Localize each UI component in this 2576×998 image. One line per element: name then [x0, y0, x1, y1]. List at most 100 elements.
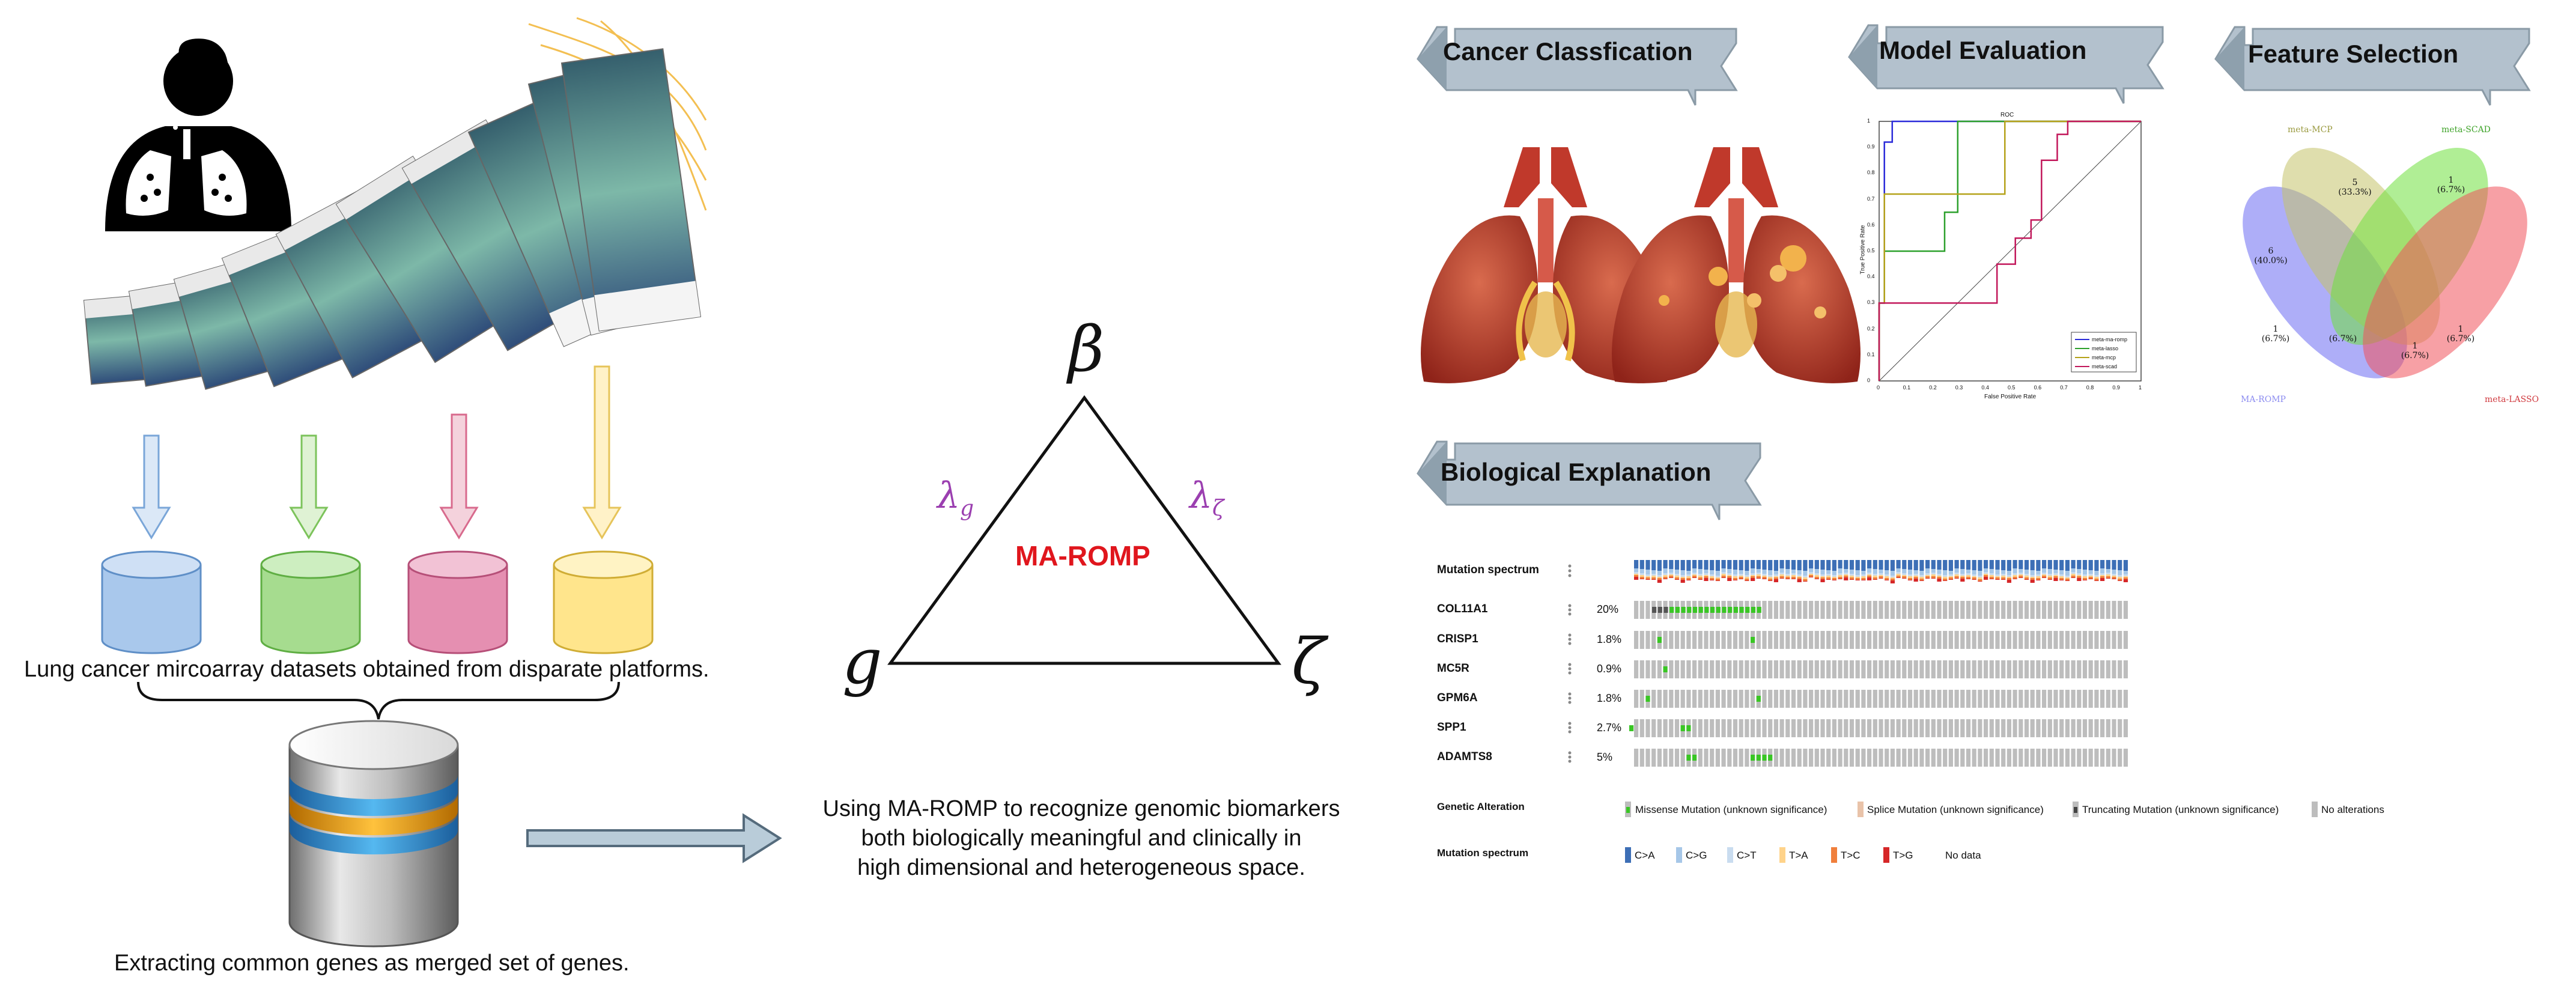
flow-arrow-right [526, 813, 782, 863]
spectrum-segment [2112, 570, 2116, 574]
oncoprint-cell [1704, 690, 1709, 708]
spectrum-segment [1890, 577, 1895, 579]
spectrum-segment [2065, 576, 2070, 577]
oncoprint-cell [1948, 631, 1953, 649]
spectrum-segment [2077, 578, 2082, 581]
oncoprint-cell [1785, 749, 1790, 767]
oncoprint-cell [1943, 660, 1948, 678]
spectrum-segment [1639, 575, 1644, 577]
oncoprint-alteration [1762, 755, 1767, 761]
spectrum-segment [2047, 569, 2052, 574]
spectrum-segment [2047, 574, 2052, 576]
spectrum-segment [1966, 573, 1971, 575]
spectrum-segment [1995, 574, 2000, 576]
spectrum-segment [1989, 560, 1994, 569]
spectrum-segment [1639, 573, 1644, 575]
oncoprint-cell [1907, 631, 1913, 649]
oncoprint-cell [1634, 631, 1639, 649]
oncoprint-cell [2077, 719, 2082, 737]
oncoprint-cell [1966, 601, 1971, 619]
spectrum-segment [2053, 573, 2058, 575]
spectrum-segment [2118, 580, 2122, 581]
oncoprint-cell [1890, 631, 1895, 649]
spectrum-segment [1814, 569, 1819, 573]
oncoprint-cell [2118, 749, 2122, 767]
oncoprint-cell [2088, 601, 2093, 619]
spectrum-segment [1809, 560, 1814, 568]
oncoprint-cell [1809, 719, 1814, 737]
spectrum-segment [1954, 578, 1959, 579]
oncoprint-cell [1814, 690, 1819, 708]
oncoprint-cell [1639, 631, 1644, 649]
oncoprint-cell [1867, 749, 1872, 767]
oncoprint-cell [1890, 660, 1895, 678]
spectrum-segment [1657, 560, 1662, 571]
spectrum-segment [1680, 580, 1685, 583]
spectrum-segment [1645, 576, 1650, 577]
oncoprint-cell [1651, 719, 1656, 737]
spectrum-legend-swatches [1625, 847, 1889, 863]
oncoprint-cell [2065, 660, 2070, 678]
spectrum-segment [1704, 560, 1709, 570]
spectrum-segment [2053, 570, 2058, 573]
spectrum-segment [1989, 569, 1994, 573]
spectrum-segment [1715, 579, 1720, 580]
oncoprint-cell [1931, 601, 1936, 619]
oncoprint-cell [1931, 690, 1936, 708]
oncoprint-alteration [1675, 607, 1680, 613]
spectrum-segment [1751, 578, 1755, 581]
venn-value-scad-only: 1 (6.7%) [2437, 175, 2465, 195]
oncoprint-cell [1937, 749, 1942, 767]
oncoprint-cell [1791, 660, 1796, 678]
method-description: Using MA-ROMP to recognize genomic bioma… [822, 796, 1340, 880]
oncoprint-cell [1925, 631, 1930, 649]
spectrum-segment [1972, 574, 1976, 576]
oncoprint-cell [1651, 749, 1656, 767]
spectrum-segment [1832, 577, 1836, 578]
spectrum-segment [1762, 574, 1767, 576]
oncoprint-cell [1832, 719, 1836, 737]
oncoprint-cell [2042, 601, 2047, 619]
spectrum-segment [1639, 560, 1644, 569]
oncoprint-cell [2024, 719, 2029, 737]
oncoprint-cell [2024, 631, 2029, 649]
spectrum-segment [1984, 560, 1988, 568]
oncoprint-cell [2065, 719, 2070, 737]
oncoprint-cell [1785, 631, 1790, 649]
oncoprint-cell [1669, 660, 1674, 678]
oncoprint-cell [1739, 749, 1743, 767]
oncoprint-cell [1954, 660, 1959, 678]
spectrum-segment [2030, 580, 2035, 583]
oncoprint-cell [1762, 631, 1767, 649]
oncoprint-cell [1751, 660, 1755, 678]
oncoprint-cell [1943, 601, 1948, 619]
oncoprint-cell [1727, 660, 1732, 678]
spectrum-segment [2042, 576, 2047, 577]
spectrum-segment [1698, 579, 1703, 580]
spectrum-segment [2106, 576, 2110, 578]
oncoprint-cell [1867, 660, 1872, 678]
spectrum-segment [2088, 574, 2093, 576]
oncoprint-cell [1791, 601, 1796, 619]
spectrum-segment [1634, 574, 1639, 575]
spectrum-segment [2106, 578, 2110, 579]
spectrum-segment [1791, 570, 1796, 573]
oncoprint-cell [2077, 631, 2082, 649]
oncoprint-cell [1989, 719, 1994, 737]
oncoprint-cell [2071, 690, 2076, 708]
spectrum-legend-label: T>C [1841, 850, 1861, 861]
oncoprint-cell [1838, 690, 1842, 708]
oncoprint-cell [1797, 660, 1802, 678]
spectrum-segment [1826, 574, 1831, 576]
spectrum-segment [2030, 577, 2035, 578]
spectrum-segment [1954, 576, 1959, 578]
oncoprint-cell [2024, 660, 2029, 678]
oncoprint-cell [1686, 690, 1691, 708]
spectrum-segment [1779, 560, 1784, 568]
spectrum-segment [2077, 576, 2082, 578]
spectrum-segment [1809, 572, 1814, 574]
spectrum-segment [1779, 576, 1784, 578]
spectrum-segment [1785, 574, 1790, 576]
spectrum-segment [2024, 570, 2029, 574]
oncoprint-cell [2112, 601, 2116, 619]
